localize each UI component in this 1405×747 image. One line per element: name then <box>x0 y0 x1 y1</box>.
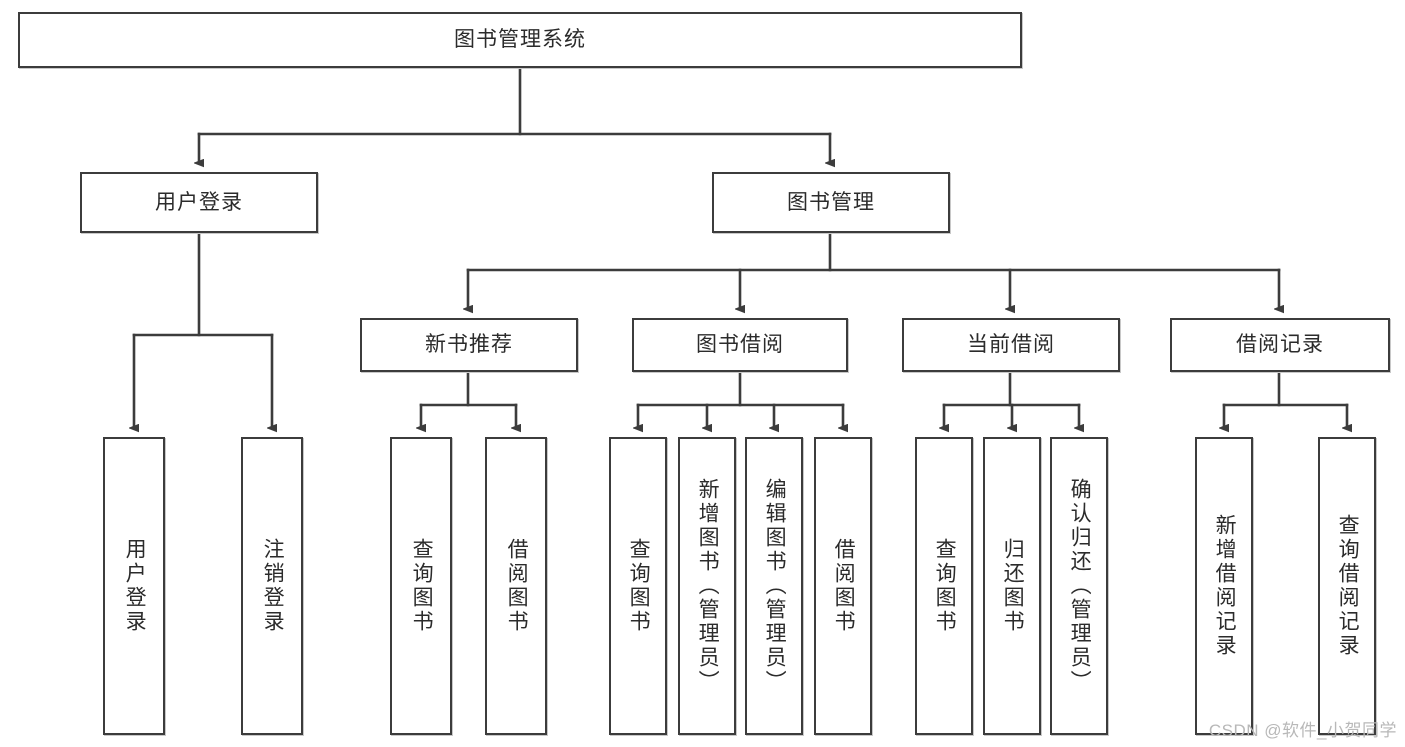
node-leaf-return-book[interactable]: 归还图书 <box>983 437 1041 735</box>
node-new-book-recommend-label: 新书推荐 <box>425 333 513 357</box>
node-book-borrow[interactable]: 图书借阅 <box>632 318 848 372</box>
node-leaf-confirm-return-label: 确认归还（管理员） <box>1068 478 1092 694</box>
node-book-manage-label: 图书管理 <box>787 190 875 214</box>
node-leaf-add-borrow-record-label: 新增借阅记录 <box>1213 514 1237 658</box>
node-leaf-query-book-current-label: 查询图书 <box>933 538 957 634</box>
node-leaf-return-book-label: 归还图书 <box>1001 538 1025 634</box>
node-leaf-edit-book-label: 编辑图书（管理员） <box>763 478 787 694</box>
node-leaf-borrow-book-recommend-label: 借阅图书 <box>505 538 529 634</box>
node-leaf-query-book-borrow-label: 查询图书 <box>627 538 651 634</box>
node-leaf-query-book-borrow[interactable]: 查询图书 <box>609 437 667 735</box>
node-leaf-query-borrow-record-label: 查询借阅记录 <box>1336 514 1360 658</box>
node-root-label: 图书管理系统 <box>454 28 586 52</box>
node-book-borrow-label: 图书借阅 <box>696 333 784 357</box>
node-leaf-borrow-book[interactable]: 借阅图书 <box>814 437 872 735</box>
node-root[interactable]: 图书管理系统 <box>18 12 1022 68</box>
node-leaf-edit-book[interactable]: 编辑图书（管理员） <box>745 437 803 735</box>
node-leaf-confirm-return[interactable]: 确认归还（管理员） <box>1050 437 1108 735</box>
node-current-borrow-label: 当前借阅 <box>967 333 1055 357</box>
node-leaf-user-logout-label: 注销登录 <box>261 538 285 634</box>
node-leaf-add-borrow-record[interactable]: 新增借阅记录 <box>1195 437 1253 735</box>
node-user-login-label: 用户登录 <box>155 190 243 214</box>
node-current-borrow[interactable]: 当前借阅 <box>902 318 1120 372</box>
node-leaf-add-book-label: 新增图书（管理员） <box>696 478 720 694</box>
node-leaf-query-borrow-record[interactable]: 查询借阅记录 <box>1318 437 1376 735</box>
node-leaf-user-login-label: 用户登录 <box>123 538 147 634</box>
node-borrow-record[interactable]: 借阅记录 <box>1170 318 1390 372</box>
node-leaf-borrow-book-recommend[interactable]: 借阅图书 <box>485 437 547 735</box>
node-leaf-query-book-current[interactable]: 查询图书 <box>915 437 973 735</box>
node-leaf-borrow-book-label: 借阅图书 <box>832 538 856 634</box>
node-leaf-add-book[interactable]: 新增图书（管理员） <box>678 437 736 735</box>
node-leaf-query-book-recommend[interactable]: 查询图书 <box>390 437 452 735</box>
node-user-login[interactable]: 用户登录 <box>80 172 318 233</box>
node-leaf-query-book-recommend-label: 查询图书 <box>410 538 434 634</box>
node-leaf-user-login[interactable]: 用户登录 <box>103 437 165 735</box>
node-book-manage[interactable]: 图书管理 <box>712 172 950 233</box>
node-borrow-record-label: 借阅记录 <box>1236 333 1324 357</box>
node-new-book-recommend[interactable]: 新书推荐 <box>360 318 578 372</box>
node-leaf-user-logout[interactable]: 注销登录 <box>241 437 303 735</box>
